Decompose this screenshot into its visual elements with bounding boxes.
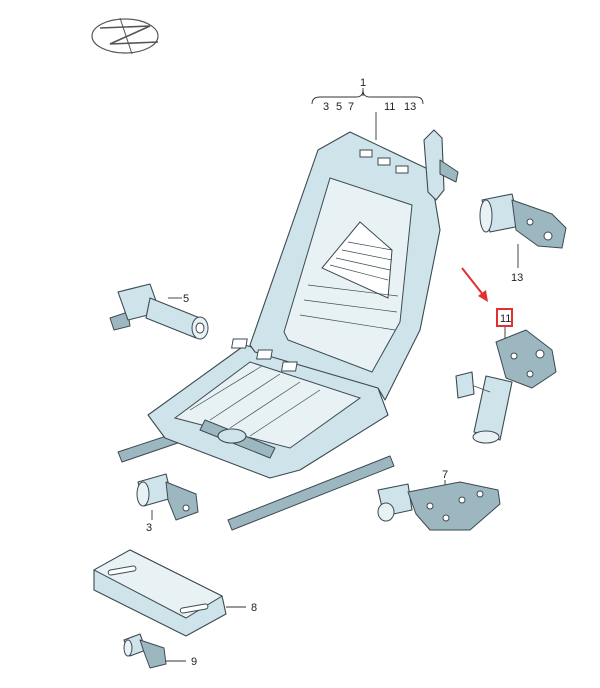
part-5-lumbar-motor [109, 283, 209, 340]
part-7-recline-motor [377, 481, 501, 531]
brand-logo-icon [91, 17, 159, 55]
label-assembly-1: 1 [360, 77, 366, 89]
label-sub-5: 5 [336, 101, 342, 113]
label-part-7: 7 [442, 469, 448, 481]
label-part-9: 9 [191, 656, 197, 668]
red-pointer-arrow-icon [461, 267, 488, 302]
label-sub-3: 3 [323, 101, 329, 113]
highlight-box-part-11 [496, 308, 513, 327]
label-part-8: 8 [251, 602, 257, 614]
label-part-3: 3 [146, 522, 152, 534]
part-8-cover-panel [92, 549, 227, 637]
part-3-fore-aft-motor [136, 473, 199, 521]
part-13-backrest-motor [479, 193, 567, 249]
label-sub-13: 13 [404, 101, 416, 113]
part-9-small-motor [123, 633, 167, 669]
label-sub-11: 11 [384, 101, 395, 113]
part-11-height-adjust-motor [455, 329, 557, 444]
callout-bracket-assembly [311, 88, 424, 140]
label-part-13: 13 [511, 272, 523, 284]
seat-frame-assembly [117, 129, 459, 531]
label-sub-7: 7 [348, 101, 354, 113]
label-part-11: 11 [500, 313, 511, 325]
label-part-5: 5 [183, 293, 189, 305]
